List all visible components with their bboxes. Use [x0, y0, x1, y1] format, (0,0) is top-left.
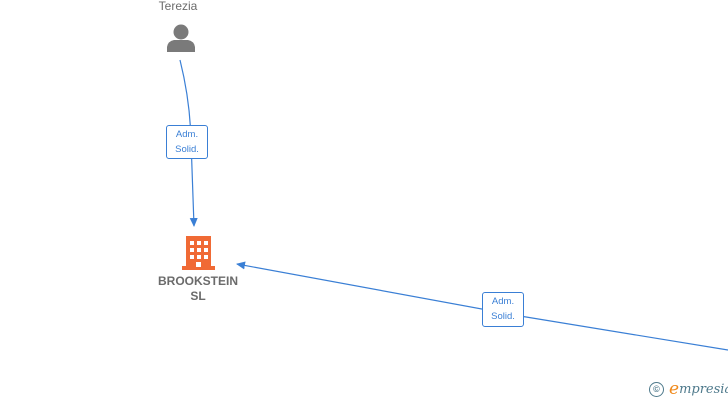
relation-label-offscreen-company: Adm. Solid. — [482, 292, 524, 327]
relation-label-line1: Adm. — [491, 296, 515, 307]
brand-watermark: © e mpresia — [649, 379, 728, 399]
company-name-line2: SL — [190, 289, 206, 303]
company-name-line1: BROOKSTEIN — [157, 274, 238, 288]
company-name-label[interactable]: BROOKSTEIN SL — [138, 274, 258, 304]
brand-initial: e — [669, 379, 680, 399]
relation-label-person-company: Adm. Solid. — [166, 125, 208, 159]
person-icon[interactable] — [167, 24, 195, 53]
brand-name: mpresia — [679, 381, 728, 397]
relation-label-line2: Solid. — [491, 311, 515, 322]
relation-label-line2: Solid. — [175, 144, 199, 155]
person-name-label[interactable]: Terezia — [158, 0, 198, 13]
relation-label-line1: Adm. — [175, 129, 199, 140]
building-icon[interactable] — [182, 236, 215, 270]
copyright-icon: © — [649, 381, 664, 397]
